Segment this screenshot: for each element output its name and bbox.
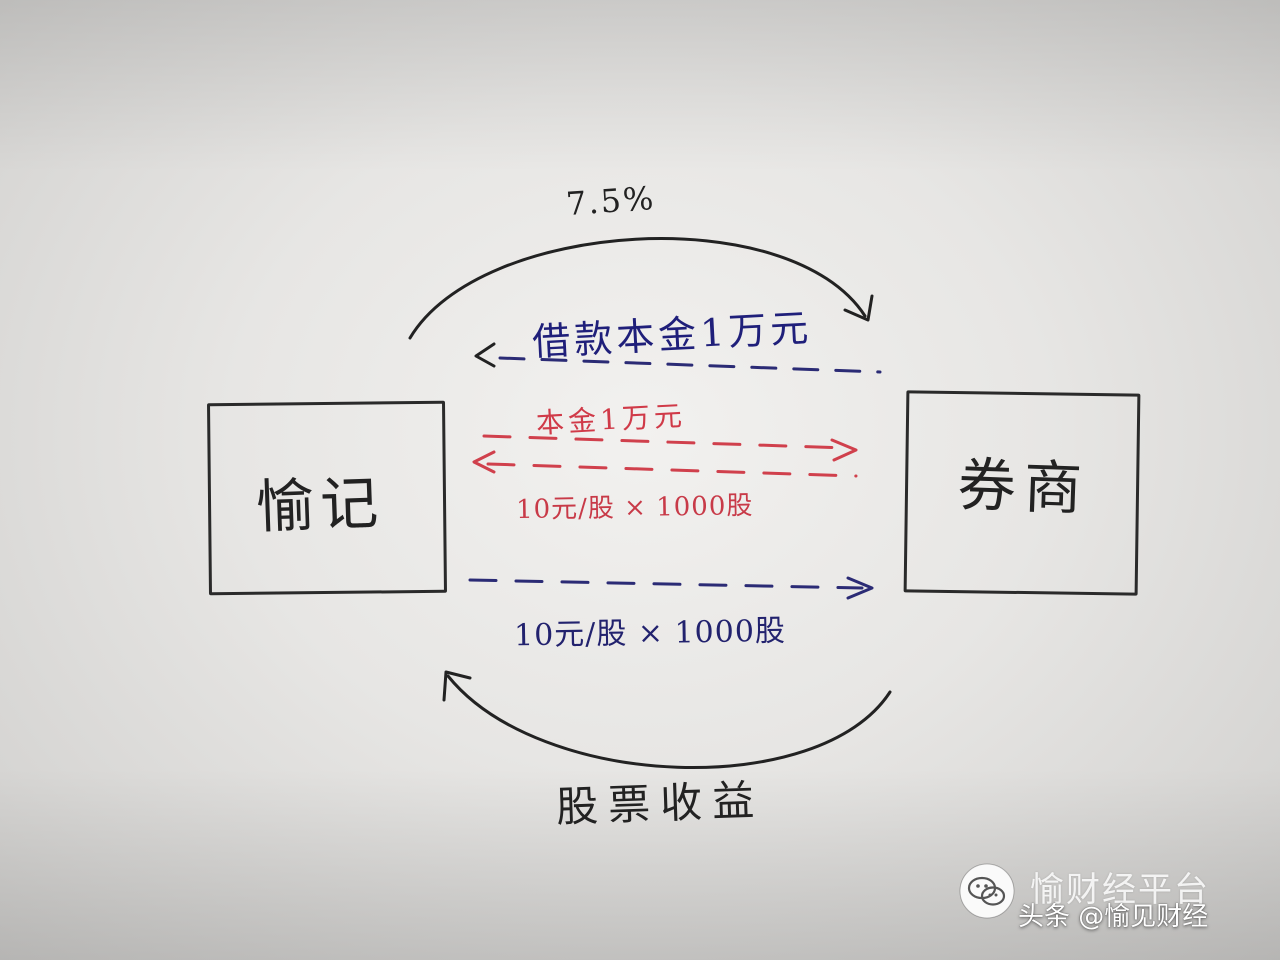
loan-dashed-line — [498, 356, 882, 374]
blue-shares-arrowhead — [846, 576, 874, 600]
principal-arrowhead — [830, 438, 858, 462]
wechat-icon — [959, 863, 1015, 919]
interest-rate-label: 7.5% — [564, 178, 657, 224]
right-box-label: 券商 — [956, 450, 1091, 524]
blue-shares-dashed-line — [468, 578, 864, 590]
top-arc-arrow — [408, 237, 867, 340]
watermark-author-text: 头条 @愉见财经 — [1018, 902, 1209, 932]
bottom-arc-arrowhead — [442, 670, 472, 702]
principal-label: 本金1万元 — [535, 399, 687, 440]
left-box-label: 愉记 — [255, 468, 386, 542]
red-shares-dashed-line — [486, 462, 858, 478]
red-shares-arrowhead — [472, 450, 496, 474]
watermark-platform-text: 愉财经平台 — [1030, 870, 1210, 910]
stock-income-label: 股票收益 — [555, 775, 765, 832]
red-shares-calc-label: 10元/股 × 1000股 — [515, 490, 754, 526]
loan-arrowhead — [474, 342, 496, 368]
blue-shares-calc-label: 10元/股 × 1000股 — [513, 613, 787, 654]
top-arc-arrowhead — [843, 294, 874, 322]
bottom-arc-arrow — [446, 674, 892, 769]
principal-dashed-line — [482, 434, 850, 450]
